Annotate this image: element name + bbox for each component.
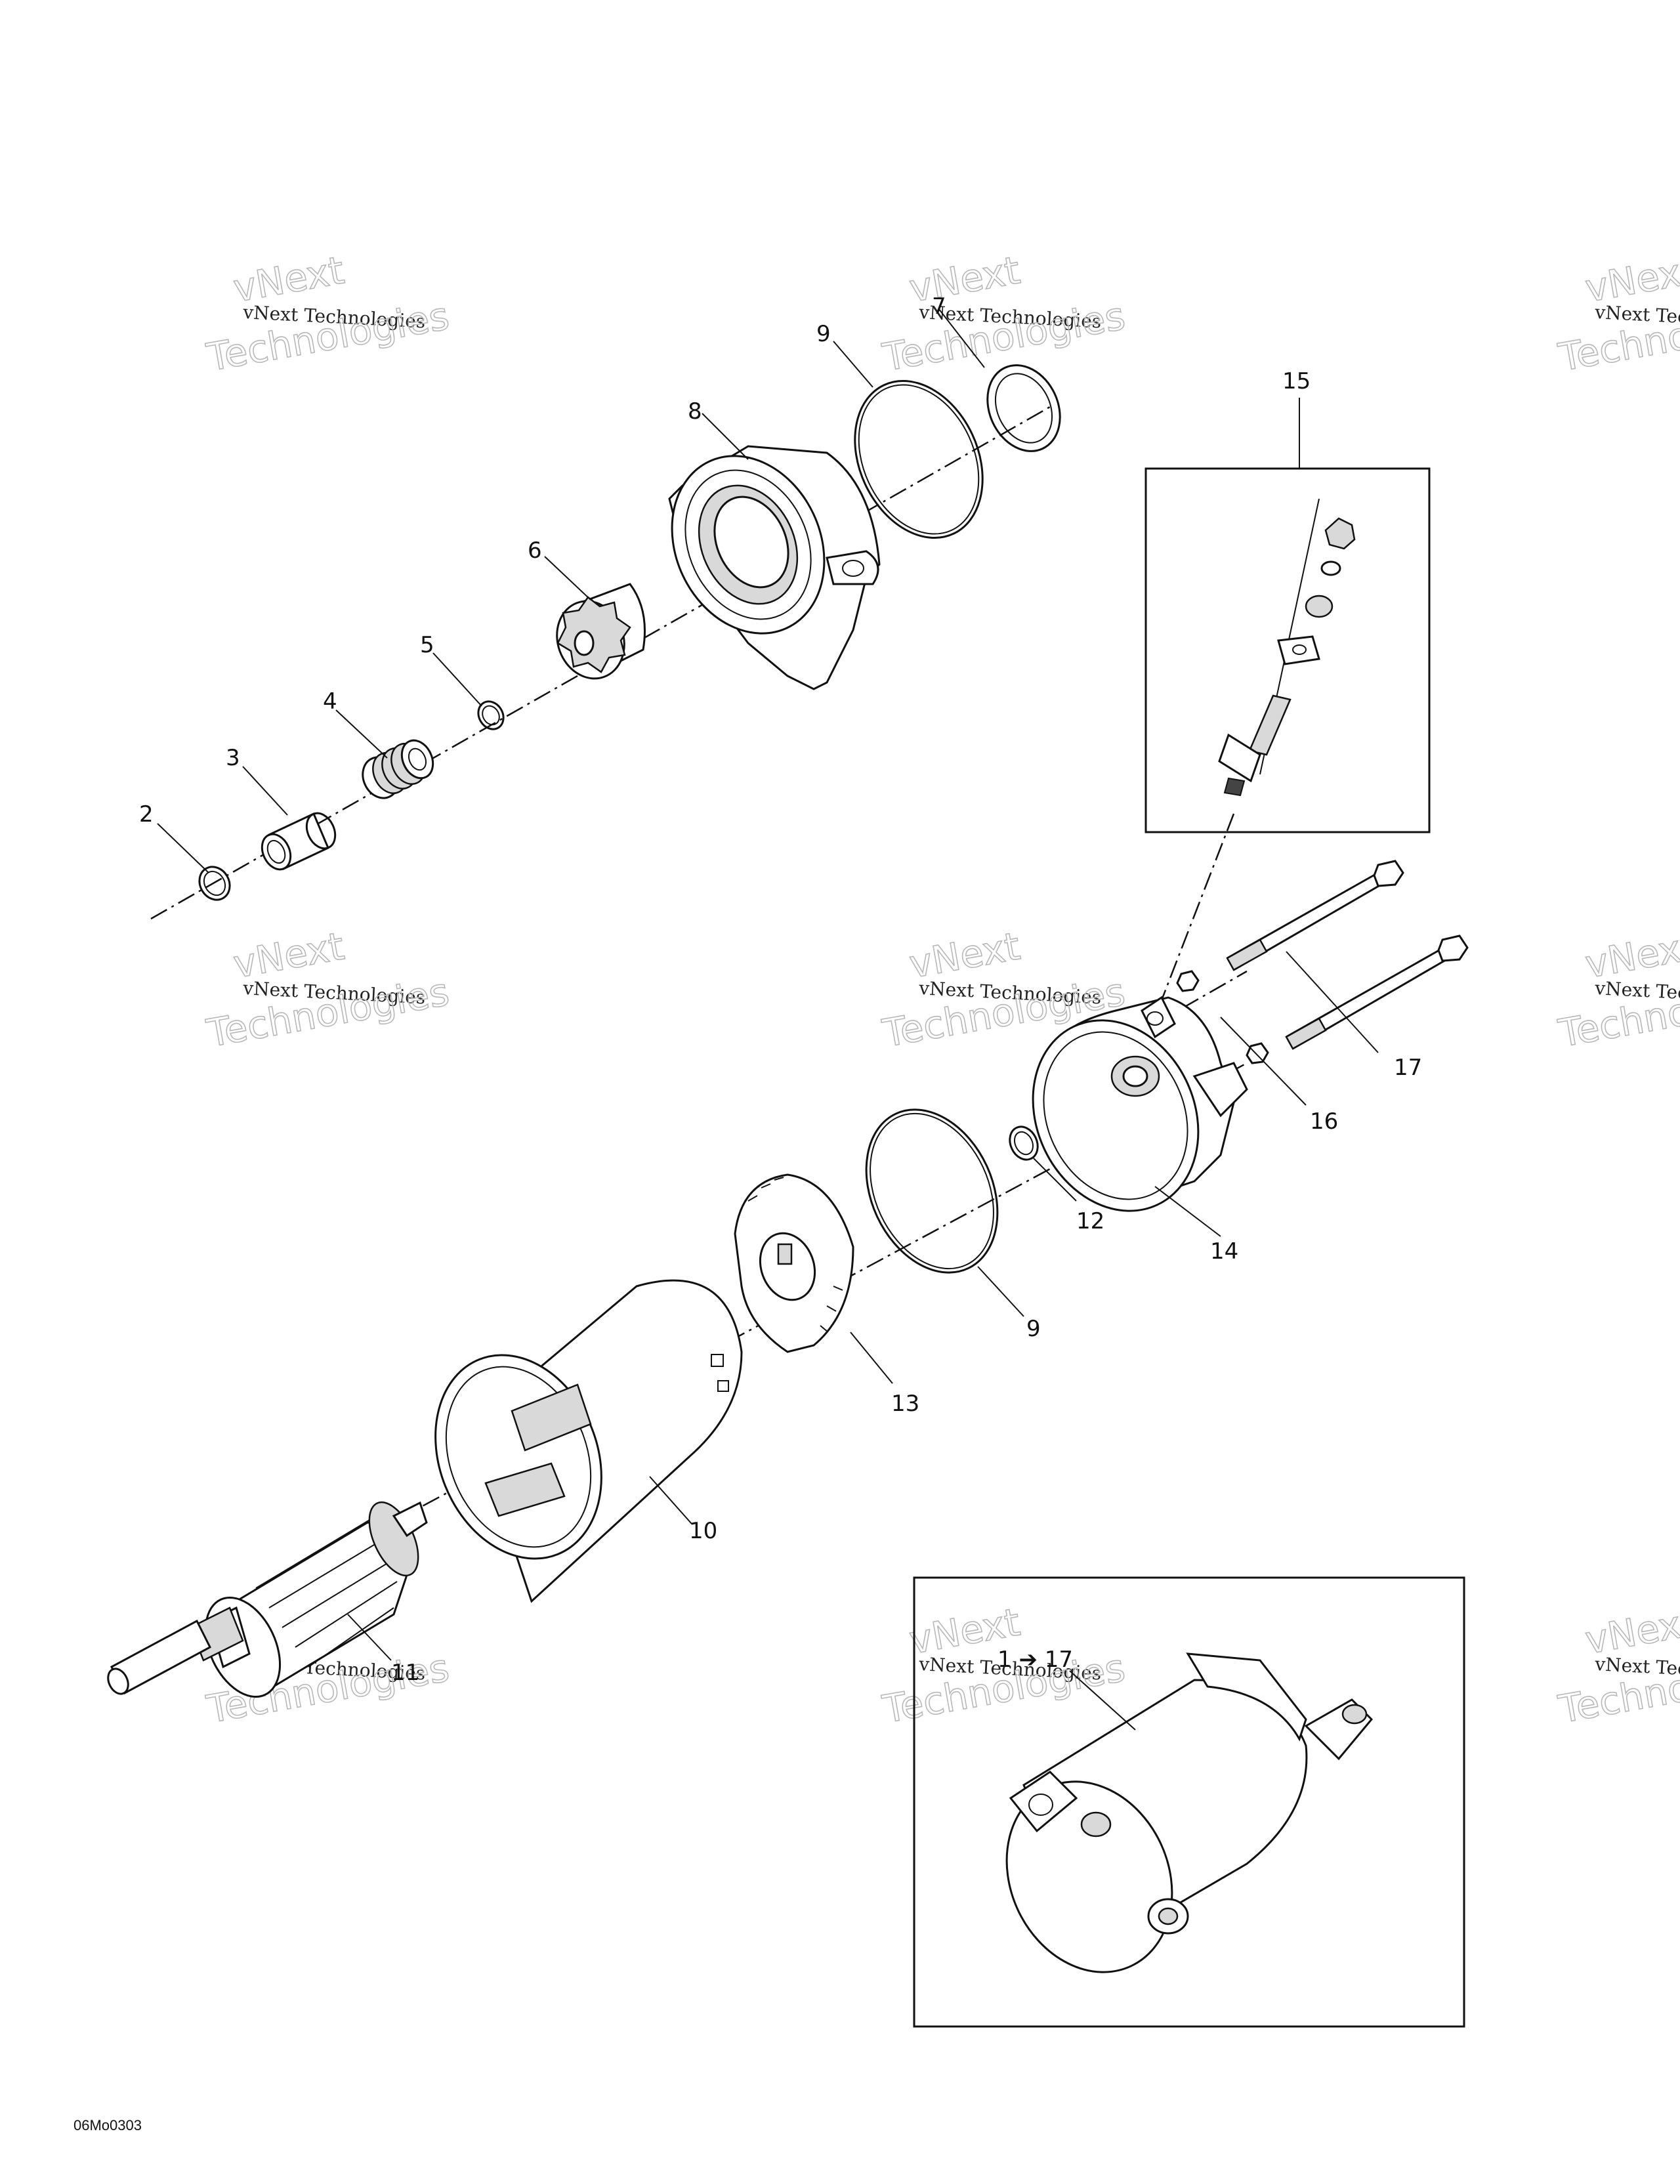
part-label-14: 14 [1210,1238,1238,1265]
part-7-seal [986,364,1061,452]
part-label-6: 6 [528,537,542,564]
part-label-4: 4 [323,688,337,715]
part-label-11: 11 [391,1660,419,1686]
part-label-8: 8 [688,398,702,425]
part-6-pinion-drive [556,583,646,680]
part-3-sleeve [261,812,337,871]
axis-pointer-15 [1154,813,1235,1018]
leader-lines [157,308,1379,1731]
watermark-group: vNext vNext Technologies Technologies vN… [203,247,1680,1732]
part-label-3: 3 [226,745,240,771]
part-label-12: 12 [1076,1208,1104,1234]
assembled-starter-motor [1005,1652,1374,1973]
watermark: vNext vNext Technologies Technologies [879,247,1129,381]
part-label-16: 16 [1310,1108,1338,1135]
drawing-code: 06Mo0303 [74,2117,142,2133]
part-label-9-upper: 9 [816,321,831,347]
part-label-13: 13 [891,1391,919,1417]
assembly-label: 1 ➔ 17 [998,1647,1073,1673]
part-14-end-housing [1032,996,1248,1212]
part-15-inset-frame [1144,467,1431,833]
part-label-7: 7 [932,293,946,320]
part-15-terminal-kit [1218,498,1356,797]
part-9-o-ring-upper [854,379,984,539]
part-label-5: 5 [420,632,434,658]
part-label-10: 10 [689,1518,717,1544]
part-13-brush-plate [734,1173,854,1353]
part-4-spring [362,739,434,799]
part-8-drive-end-housing [668,445,881,690]
part-label-17: 17 [1394,1055,1422,1081]
watermark: vNext vNext Technologies Technologies [203,247,453,381]
part-10-yoke [434,1279,743,1603]
assembly-inset-frame [913,1576,1465,2028]
part-label-15: 15 [1282,368,1311,394]
watermark: vNext vNext Technologies Technologies [203,923,453,1057]
part-label-2: 2 [139,801,154,828]
part-5-snap-ring [477,700,505,730]
watermark: vNext vNext Technologies Technologies [1555,1599,1680,1732]
watermark: vNext vNext Technologies Technologies [1555,923,1680,1057]
part-12-washer [1009,1125,1039,1161]
part-11-armature [107,1501,428,1698]
part-label-9-lower: 9 [1026,1316,1041,1342]
part-9-o-ring-lower [865,1108,999,1274]
watermark: vNext vNext Technologies Technologies [1555,247,1680,381]
part-17-bolts [1226,860,1469,1050]
part-16-nuts [1176,970,1269,1064]
